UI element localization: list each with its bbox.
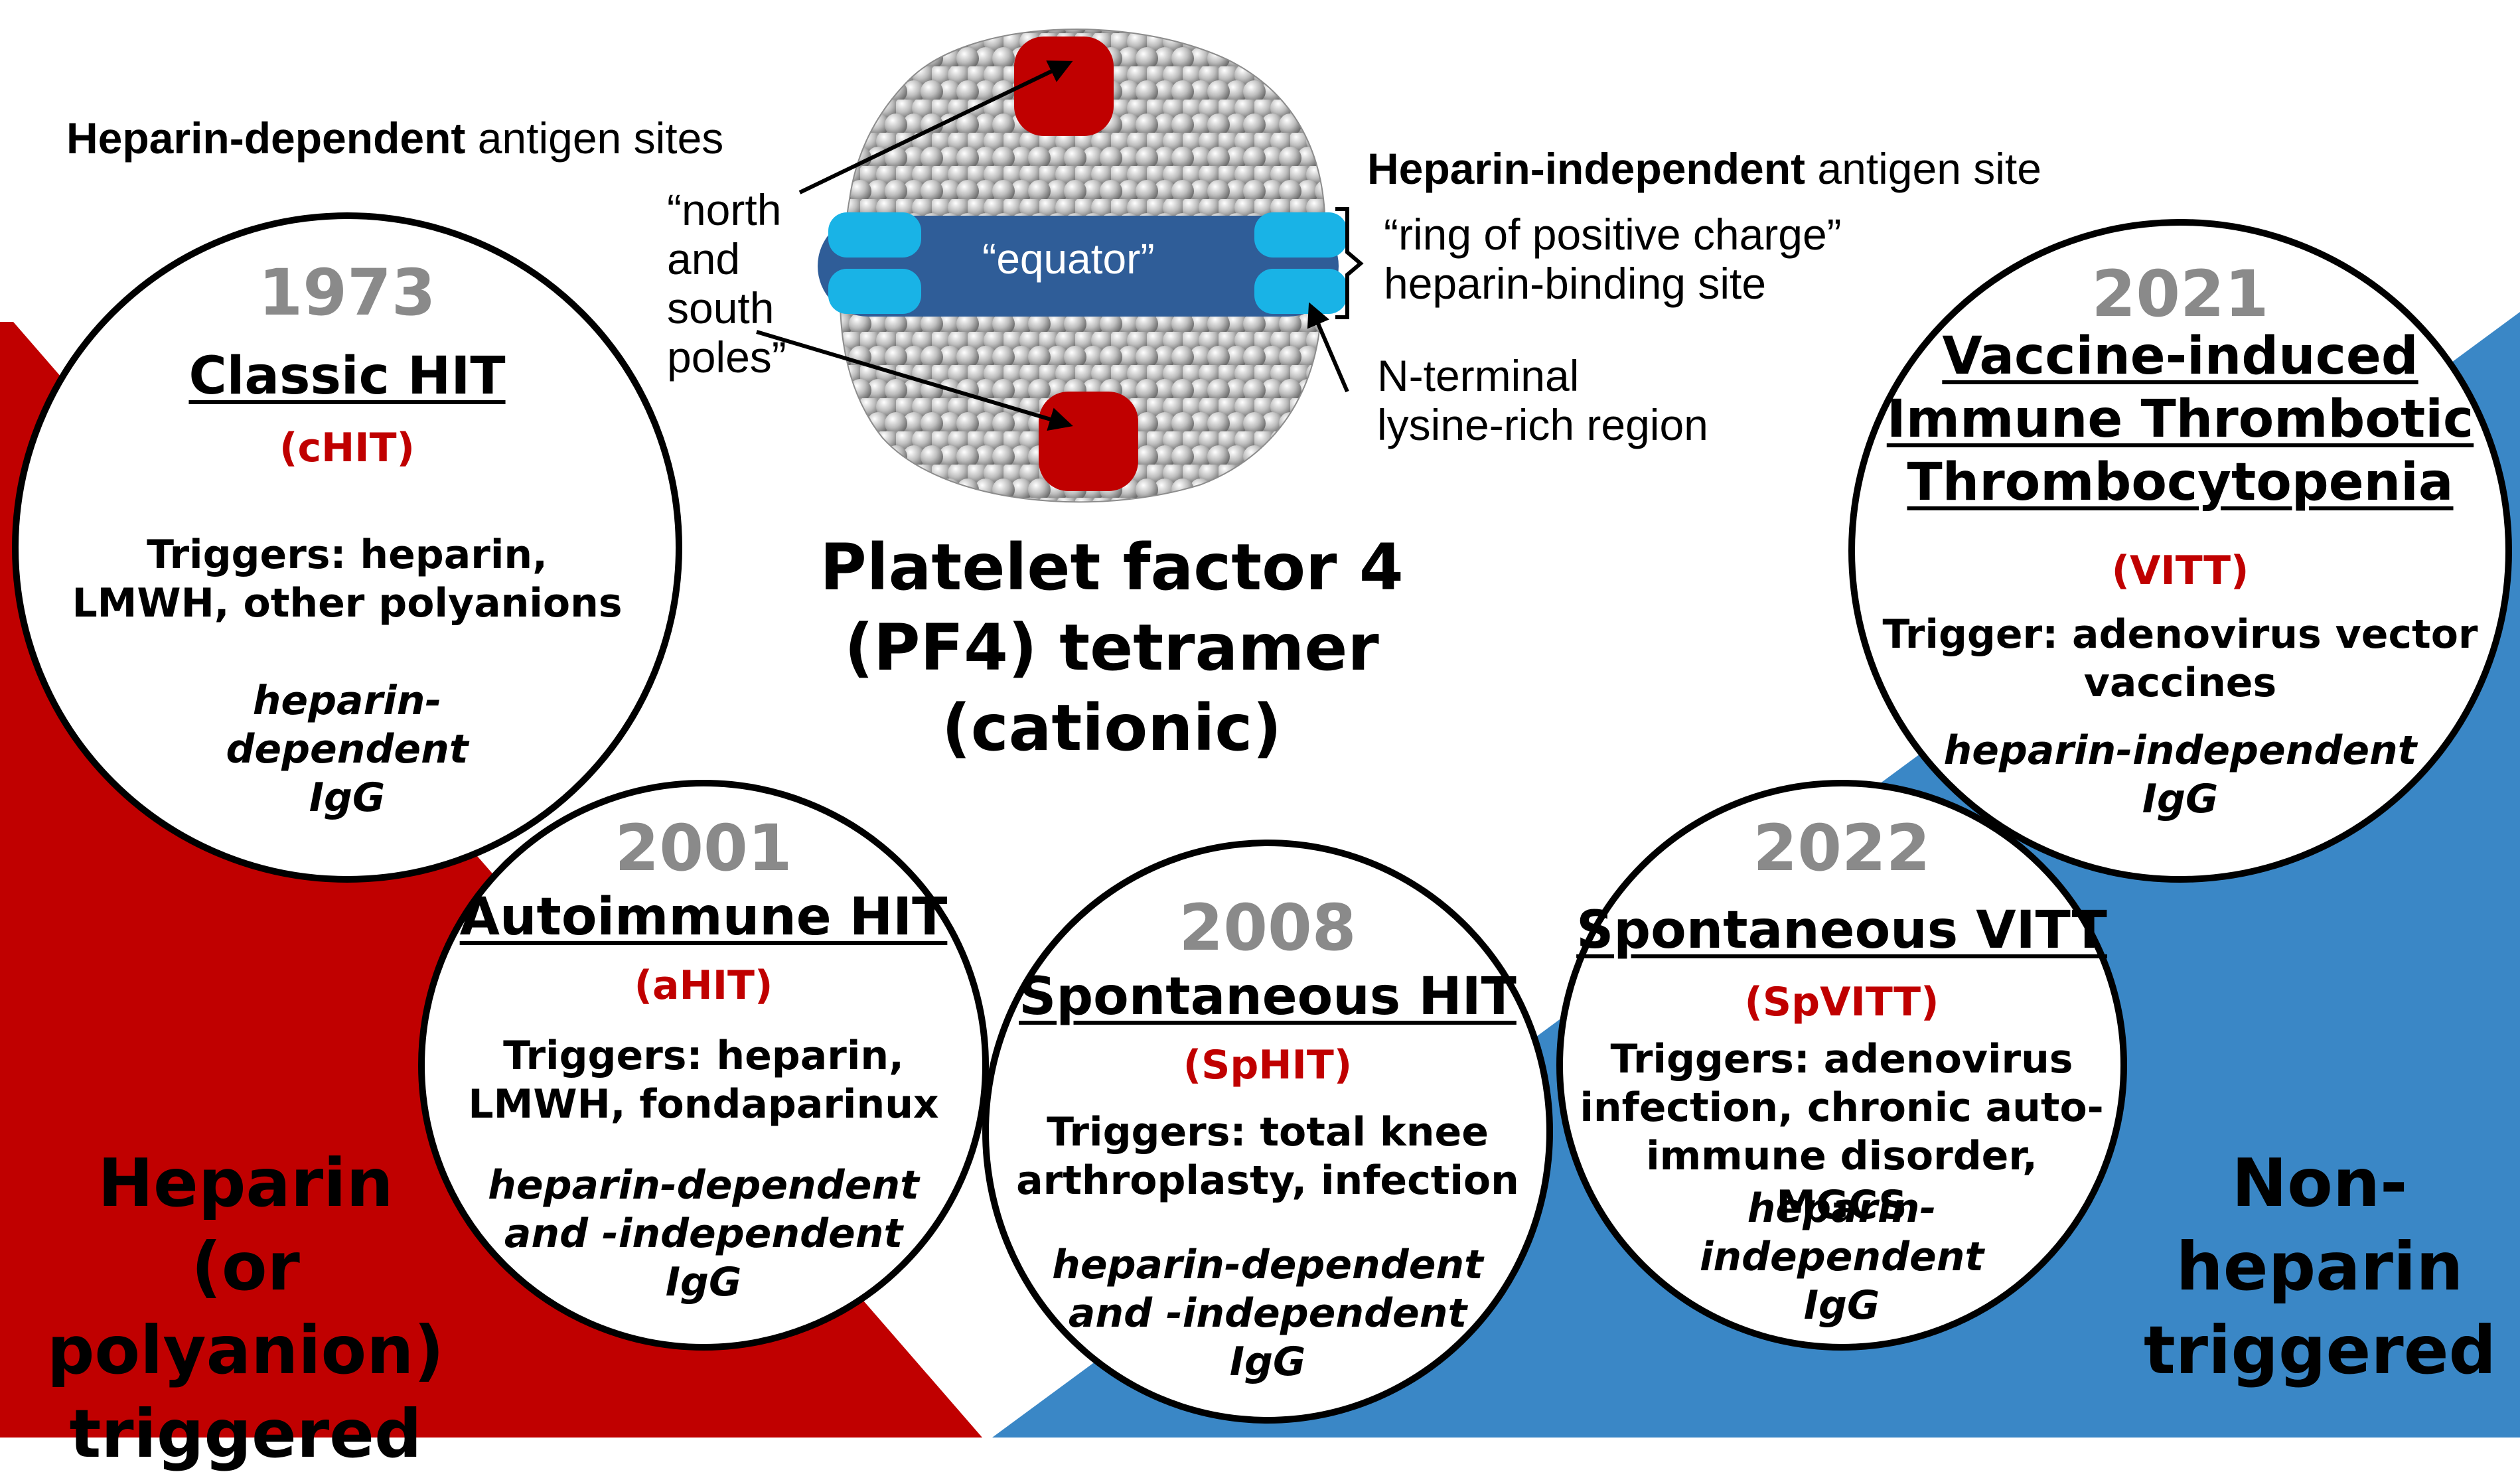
poles-label: “north and south poles” — [667, 185, 786, 382]
heparin-dependent-sites-label: Heparin-dependent antigen sites — [66, 113, 724, 163]
circle-triggers: Triggers: total knee arthroplasty, infec… — [1016, 1109, 1519, 1205]
circle-classic-hit: 1973 Classic HIT (cHIT) Triggers: hepari… — [12, 212, 682, 883]
south-pole-site — [1039, 392, 1138, 491]
circle-abbreviation: (aHIT) — [634, 962, 773, 1009]
circle-abbreviation: (SpVITT) — [1744, 979, 1939, 1025]
ring-of-positive-charge-label: “ring of positive charge” heparin-bindin… — [1384, 210, 1842, 308]
non-heparin-triggered-label: Non- heparin triggered — [2144, 1144, 2497, 1389]
circle-antibody: heparin- independent IgG — [1699, 1185, 1984, 1329]
circle-year: 2021 — [2091, 257, 2269, 331]
circle-antibody: heparin-dependent and -independent IgG — [1052, 1242, 1483, 1386]
arrow-to-south-pole — [756, 330, 1073, 431]
equator-band — [818, 216, 1339, 317]
circle-spontaneous-vitt: 2022 Spontaneous VITT (SpVITT) Triggers:… — [1556, 780, 2127, 1351]
pf4-title: Platelet factor 4 (PF4) tetramer (cation… — [820, 530, 1404, 765]
circle-title: Spontaneous HIT — [1019, 967, 1517, 1027]
circle-abbreviation: (cHIT) — [279, 425, 415, 471]
circle-triggers: Triggers: adenovirus infection, chronic … — [1580, 1036, 2104, 1228]
circle-triggers: Trigger: adenovirus vector vaccines — [1882, 611, 2478, 707]
circle-abbreviation: (VITT) — [2111, 548, 2249, 594]
circle-abbreviation: (SpHIT) — [1183, 1042, 1353, 1088]
circle-autoimmune-hit: 2001 Autoimmune HIT (aHIT) Triggers: hep… — [418, 780, 989, 1351]
circle-spontaneous-hit: 2008 Spontaneous HIT (SpHIT) Triggers: t… — [982, 840, 1553, 1424]
circle-triggers: Triggers: heparin, LMWH, other polyanion… — [72, 532, 623, 627]
ring-site-right-top — [1254, 212, 1347, 258]
ring-site-left-bottom — [828, 269, 921, 314]
circle-title: Spontaneous VITT — [1576, 901, 2107, 960]
circle-antibody: heparin- dependent IgG — [226, 678, 469, 822]
equator-label: “equator” — [982, 235, 1155, 283]
arrow-to-north-pole — [798, 60, 1073, 194]
circle-triggers: Triggers: heparin, LMWH, fondaparinux — [468, 1033, 939, 1128]
pf4-tetramer — [818, 29, 1347, 503]
circle-year: 2022 — [1753, 811, 1931, 885]
ring-site-right-bottom — [1254, 269, 1347, 314]
ring-site-left-top — [828, 212, 921, 258]
circle-year: 2008 — [1179, 891, 1357, 965]
heparin-triggered-label: Heparin (or polyanion) triggered — [46, 1144, 445, 1473]
circle-antibody: heparin-independent IgG — [1943, 727, 2417, 823]
ring-brace — [1335, 207, 1364, 319]
arrow-to-n-terminal — [1307, 302, 1349, 393]
circle-title: Vaccine-induced Immune Thrombotic Thromb… — [1886, 327, 2474, 513]
circle-title: Classic HIT — [188, 346, 506, 406]
circle-antibody: heparin-dependent and -independent IgG — [488, 1162, 919, 1306]
circle-year: 2001 — [615, 811, 792, 885]
north-pole-site — [1014, 37, 1114, 136]
circle-vitt: 2021 Vaccine-induced Immune Thrombotic T… — [1848, 219, 2512, 883]
n-terminal-label: N-terminal lysine-rich region — [1377, 351, 1708, 449]
heparin-independent-site-label: Heparin-independent antigen site — [1367, 144, 2041, 193]
circle-year: 1973 — [258, 256, 436, 330]
circle-title: Autoimmune HIT — [459, 887, 948, 947]
